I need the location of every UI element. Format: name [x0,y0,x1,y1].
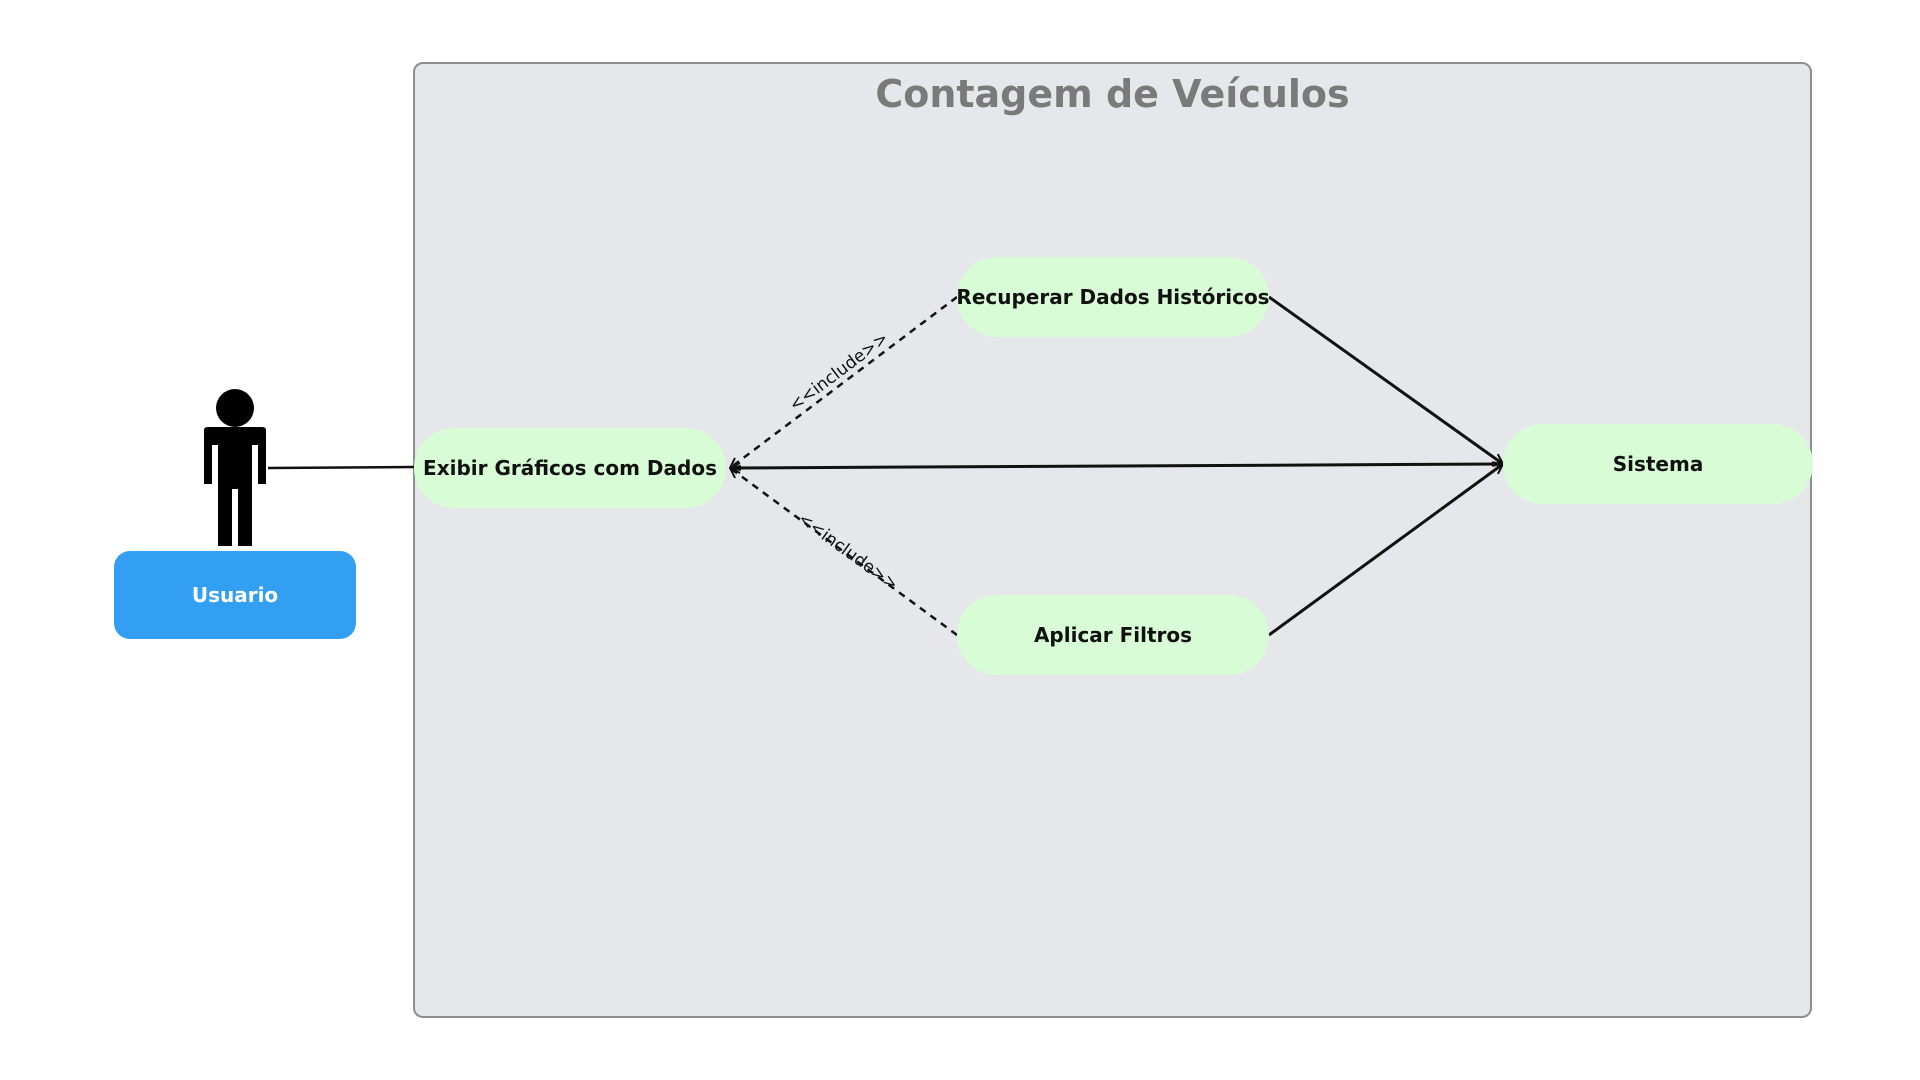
actor-label: Usuario [191,583,279,607]
use-case-recuperar-label: Recuperar Dados Históricos [956,285,1270,309]
system-title: Contagem de Veículos [875,72,1350,116]
include-line-recuperar [730,296,958,468]
use-case-sistema-label: Sistema [1612,452,1704,476]
use-case-recuperar-dados[interactable]: Recuperar Dados Históricos [956,257,1270,337]
use-case-aplicar-filtros[interactable]: Aplicar Filtros [957,595,1269,675]
use-case-exibir-graficos[interactable]: Exibir Gráficos com Dados [414,428,726,508]
include-line-aplicar [730,468,958,637]
use-case-aplicar-label: Aplicar Filtros [1033,623,1193,647]
include-label-top: <<include>> [786,328,893,415]
actor-association-line [267,465,415,470]
system-boundary: Contagem de Veículos [413,62,1812,1018]
use-case-sistema[interactable]: Sistema [1503,424,1813,504]
actor-person-icon[interactable] [198,389,272,546]
actor-label-box[interactable]: Usuario [114,551,356,639]
sistema-exibir-line [730,464,1504,468]
include-label-bottom: <<include>> [794,509,902,595]
aplicar-sistema-line [1268,464,1503,637]
use-case-exibir-label: Exibir Gráficos com Dados [423,456,717,480]
recuperar-sistema-line [1268,295,1503,464]
